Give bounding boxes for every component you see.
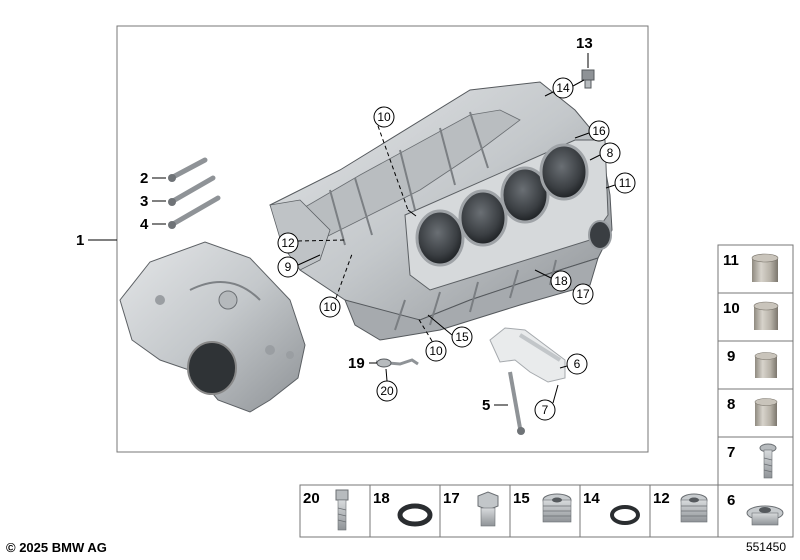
svg-text:10: 10 — [377, 110, 391, 124]
plug-15-icon — [542, 493, 572, 523]
svg-text:8: 8 — [607, 146, 614, 160]
label-1[interactable]: 1 — [76, 232, 84, 249]
panel-label-15[interactable]: 15 — [513, 490, 530, 507]
copyright: © 2025 BMW AG — [6, 540, 107, 555]
panel-label-14[interactable]: 14 — [583, 490, 600, 507]
panel-label-17[interactable]: 17 — [443, 490, 460, 507]
svg-text:10: 10 — [323, 300, 337, 314]
sleeve-8-icon — [754, 398, 778, 426]
svg-text:11: 11 — [619, 176, 632, 190]
oil-pipe-19 — [375, 358, 419, 368]
callout-7[interactable]: 7 — [534, 384, 559, 421]
panel-label-11[interactable]: 11 — [723, 252, 739, 269]
sleeve-11-icon — [751, 253, 779, 282]
seal-ring-14-icon — [610, 505, 640, 525]
svg-text:9: 9 — [285, 260, 292, 274]
main-frame — [116, 25, 649, 453]
callout-9[interactable]: 9 — [277, 254, 321, 278]
oil-pump-bracket — [489, 327, 566, 383]
callout-10-low[interactable]: 10 — [417, 317, 447, 362]
panel-label-7[interactable]: 7 — [727, 444, 735, 461]
svg-text:20: 20 — [380, 384, 394, 398]
sleeve-10-icon — [753, 301, 779, 330]
label-13[interactable]: 13 — [576, 35, 593, 52]
label-5[interactable]: 5 — [482, 397, 490, 414]
callout-8[interactable]: 8 — [589, 142, 621, 164]
callout-11[interactable]: 11 — [605, 172, 636, 194]
callout-6[interactable]: 6 — [559, 353, 588, 375]
plug-12-icon — [680, 493, 708, 523]
engine-block — [269, 81, 613, 341]
plug-17-icon — [477, 491, 499, 527]
callout-16[interactable]: 16 — [574, 120, 610, 142]
timing-cover — [119, 241, 306, 413]
bolt-20-icon — [335, 489, 349, 531]
panel-label-10[interactable]: 10 — [723, 300, 740, 317]
callout-14[interactable]: 14 — [544, 77, 585, 99]
svg-text:17: 17 — [576, 287, 590, 301]
svg-text:16: 16 — [592, 124, 606, 138]
diagram-number: 551450 — [745, 540, 786, 554]
cylinder-bore-2 — [458, 189, 508, 247]
callout-18[interactable]: 18 — [534, 269, 572, 292]
svg-text:12: 12 — [281, 236, 295, 250]
cylinder-bore-3 — [500, 166, 550, 224]
svg-text:6: 6 — [574, 357, 581, 371]
callout-12[interactable]: 12 — [277, 232, 346, 254]
label-4[interactable]: 4 — [140, 216, 149, 233]
panel-label-12[interactable]: 12 — [653, 490, 670, 507]
label-3[interactable]: 3 — [140, 193, 148, 210]
plug-6-icon — [746, 505, 784, 526]
svg-text:10: 10 — [429, 344, 443, 358]
panel-label-8[interactable]: 8 — [727, 396, 735, 413]
cylinder-bore-1 — [415, 209, 465, 267]
sleeve-9-icon — [754, 352, 778, 378]
callout-15[interactable]: 15 — [427, 314, 473, 348]
bolt-7-icon — [759, 443, 777, 479]
bolt-5 — [508, 371, 525, 435]
panel-label-20[interactable]: 20 — [303, 490, 320, 507]
panel-label-18[interactable]: 18 — [373, 490, 390, 507]
svg-text:15: 15 — [455, 330, 469, 344]
svg-text:7: 7 — [542, 403, 549, 417]
bolts-2-3-4 — [168, 157, 221, 229]
panel-label-9[interactable]: 9 — [727, 348, 735, 365]
svg-text:14: 14 — [556, 81, 570, 95]
panel-label-6[interactable]: 6 — [727, 492, 735, 509]
svg-text:18: 18 — [554, 274, 568, 288]
seal-ring-18-icon — [397, 503, 433, 527]
callout-10-top[interactable]: 10 — [373, 106, 417, 217]
callout-10-mid[interactable]: 10 — [319, 253, 353, 318]
callout-20[interactable]: 20 — [376, 368, 398, 402]
callout-17[interactable]: 17 — [572, 283, 594, 305]
cylinder-bore-4 — [539, 143, 589, 201]
label-19[interactable]: 19 — [348, 355, 365, 372]
label-2[interactable]: 2 — [140, 170, 148, 187]
sensor-13 — [581, 69, 595, 89]
